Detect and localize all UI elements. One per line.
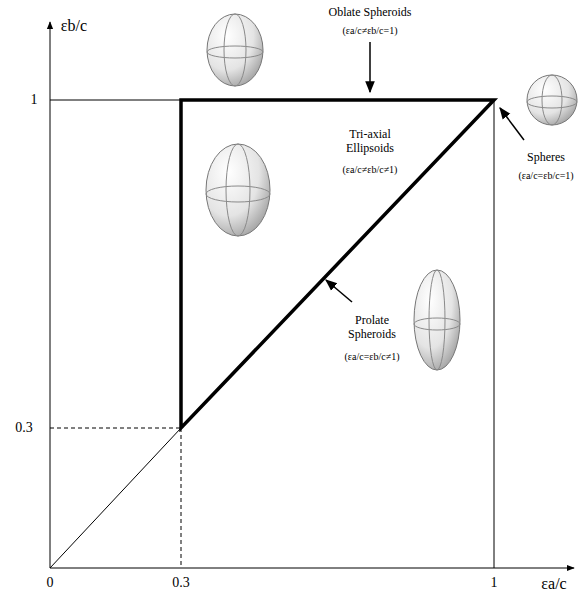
region-condition: (εa/c=εb/c=1) — [518, 170, 573, 182]
region-condition: (εa/c=εb/c≠1) — [344, 351, 399, 363]
sphere — [527, 75, 577, 125]
region-label: Tri-axial Ellipsoids — [330, 128, 410, 156]
region-label: Oblate Spheroids — [329, 6, 412, 20]
dashed-guide — [181, 428, 182, 568]
triaxial-ellipsoid — [206, 144, 270, 236]
leader-arrow — [500, 108, 524, 140]
tick-label: 0 — [47, 575, 54, 591]
region-label: Spheres — [527, 151, 565, 165]
y-axis — [50, 22, 51, 568]
leader-arrow — [369, 42, 371, 92]
region-condition: (εa/c≠εb/c≠1) — [343, 164, 398, 176]
tick-label: 0.3 — [172, 575, 190, 591]
guide-line — [494, 100, 495, 568]
axis-label: εa/c — [541, 575, 566, 593]
region-condition: (εa/c≠εb/c=1) — [342, 25, 397, 37]
region-triangle — [181, 100, 494, 428]
leader-arrow — [326, 280, 352, 302]
region-label: Prolate Spheroids — [337, 314, 407, 342]
diagonal-line — [50, 428, 181, 568]
oblate-spheroid — [207, 14, 263, 86]
prolate-spheroid — [414, 270, 460, 370]
tick-label: 0.3 — [15, 420, 33, 436]
axis-label: εb/c — [61, 17, 87, 35]
x-axis — [50, 568, 574, 569]
tick-label: 1 — [491, 575, 498, 591]
dashed-guide — [50, 428, 181, 429]
tick-label: 1 — [31, 92, 38, 108]
guide-line — [50, 100, 181, 101]
